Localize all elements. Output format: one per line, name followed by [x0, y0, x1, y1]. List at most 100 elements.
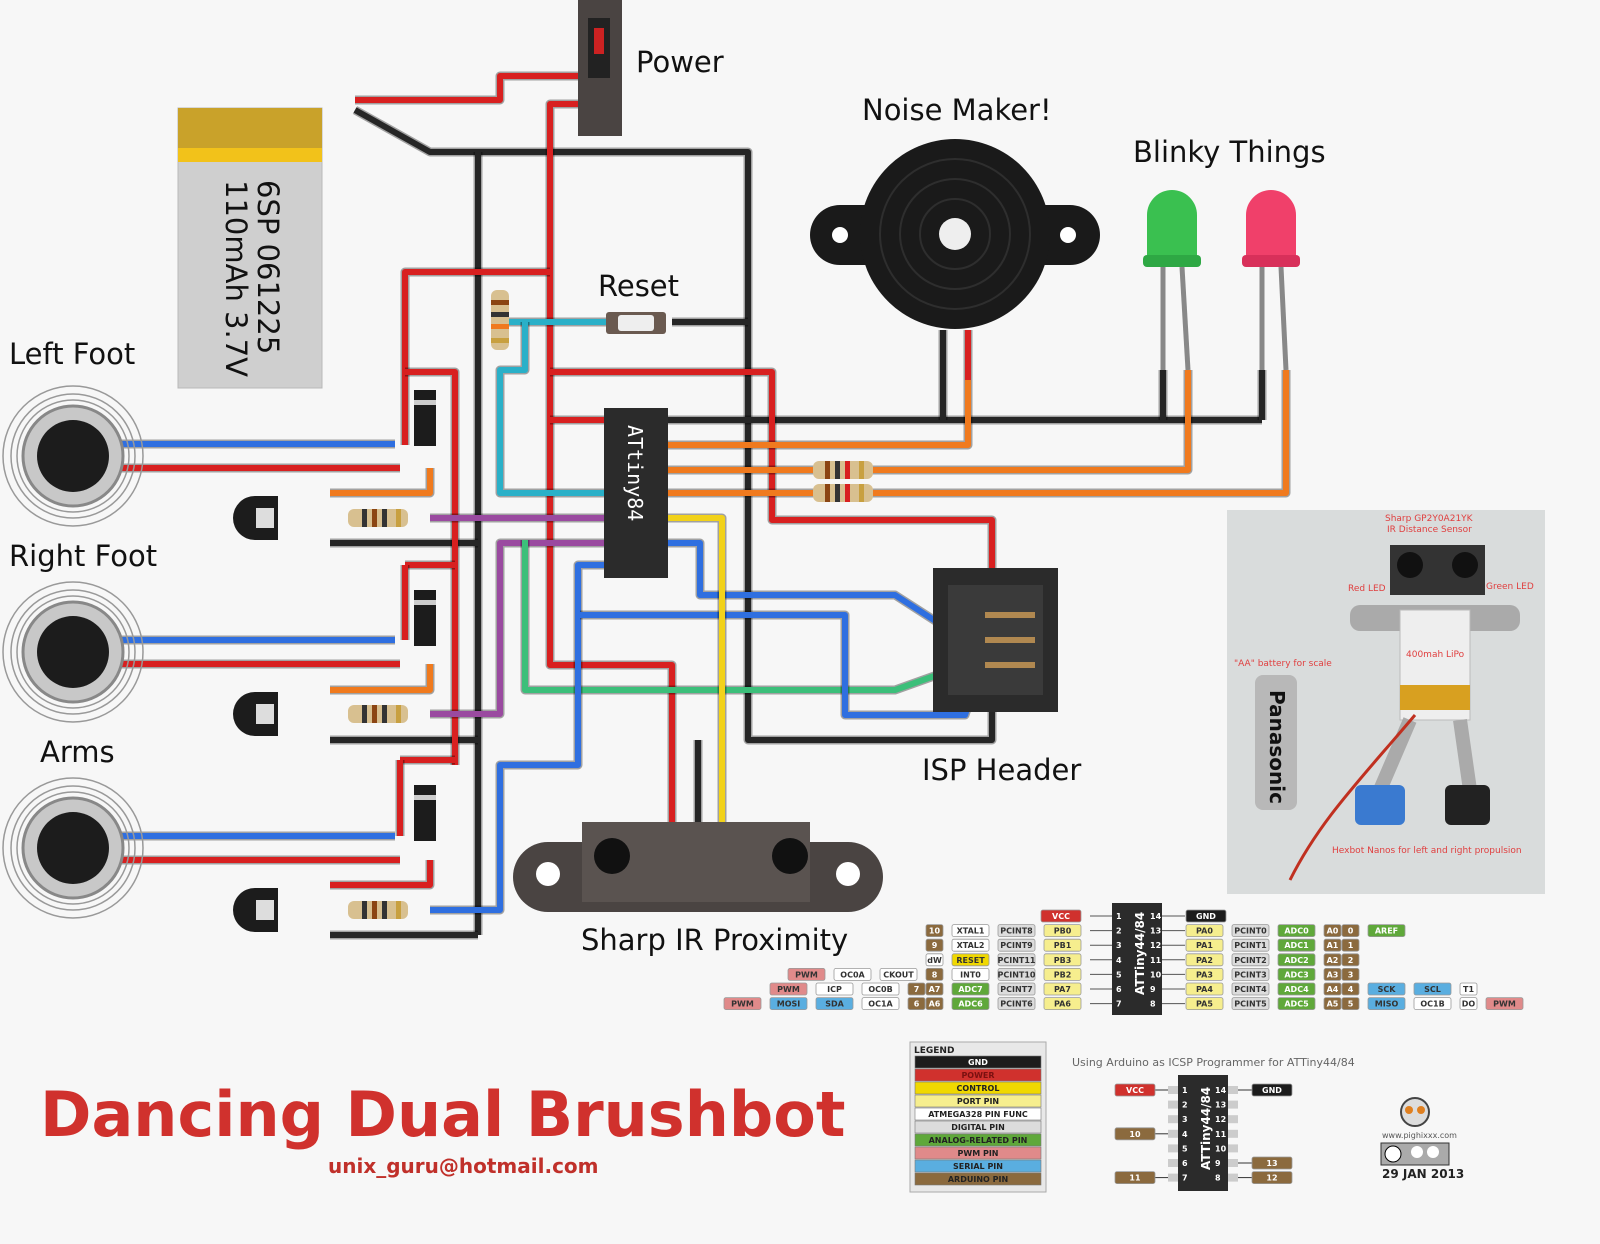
pin-tag: PCINT4	[1231, 982, 1270, 996]
pin-tag-box	[907, 982, 926, 996]
pin-tag: ICP	[815, 982, 854, 996]
pin-tag-box	[1185, 997, 1224, 1010]
icsp-pin-number: 8	[1215, 1174, 1221, 1183]
pin-tag-label: A3	[1327, 970, 1339, 979]
pin-tag: SCK	[1367, 982, 1406, 996]
pin-tag-box	[1185, 953, 1224, 967]
pin-tag-label: PA0	[1196, 927, 1213, 936]
pin-tag-label: 13	[1266, 1159, 1277, 1168]
pin-tag: ADC1	[1277, 938, 1316, 952]
resistor-band	[382, 705, 387, 723]
legend-swatch	[914, 1055, 1042, 1069]
pin-tag-label: SCL	[1424, 985, 1441, 994]
pin-tag-label: ADC1	[1284, 941, 1309, 950]
pin-tag-label: 2	[1348, 956, 1354, 965]
legend-item-label: POWER	[961, 1071, 994, 1080]
pin-tag: PB2	[1043, 968, 1082, 981]
icsp-pin	[1168, 1173, 1178, 1182]
resistor-band	[362, 705, 367, 723]
pin-tag-box	[997, 982, 1036, 996]
pin-tag-box	[769, 982, 808, 996]
wire	[430, 540, 604, 717]
pin-tag-box	[1277, 924, 1316, 937]
icsp-pin-number: 7	[1182, 1174, 1188, 1183]
wire	[330, 468, 433, 496]
pin-tag: PB3	[1043, 953, 1082, 967]
pin-tag: PA3	[1185, 968, 1224, 981]
pin-number: 2	[1116, 927, 1122, 936]
pin-tag: 0	[1341, 924, 1360, 937]
pin-tag-label: VCC	[1126, 1086, 1144, 1095]
diode-band	[414, 600, 436, 605]
pin-tag: PCINT7	[997, 982, 1036, 996]
vibration-motor	[2, 581, 144, 723]
buzzer	[810, 139, 1100, 329]
pin-tag-box	[1114, 1083, 1156, 1097]
diode-body	[414, 390, 436, 446]
pin-tag-label: PCINT6	[1000, 1000, 1033, 1009]
icsp-pin	[1228, 1086, 1238, 1094]
pin-tag: ADC0	[1277, 924, 1316, 937]
pin-tag: ADC4	[1277, 982, 1316, 996]
pin-tag-label: ADC4	[1284, 985, 1309, 994]
pin-tag-box	[815, 982, 854, 996]
pin-tag-label: PCINT7	[1000, 985, 1032, 994]
red-led	[1242, 190, 1300, 371]
legend-title: LEGEND	[914, 1046, 954, 1056]
page-title: Dancing Dual Brushbot	[40, 1078, 845, 1151]
pin-tag-label: 12	[1266, 1174, 1277, 1183]
power-switch[interactable]	[578, 0, 622, 136]
wire	[430, 562, 604, 913]
reset-button[interactable]	[606, 312, 666, 334]
wire	[497, 322, 604, 496]
legend-item-label: PWM PIN	[958, 1149, 999, 1158]
pin-number: 14	[1150, 912, 1162, 921]
pin-tag: ADC2	[1277, 953, 1316, 967]
pin-tag-box	[1114, 1127, 1156, 1141]
pin-tag-label: PA6	[1054, 1000, 1071, 1009]
icsp-pin-number: 10	[1215, 1144, 1227, 1153]
motor-ring	[2, 385, 144, 527]
pin-tag: 2	[1341, 953, 1360, 967]
icsp-chip-label: ATTiny44/84	[1199, 1087, 1213, 1170]
arms-label: Arms	[40, 735, 115, 769]
pin-tag-box	[879, 968, 918, 981]
pin-tag-label: PCINT2	[1234, 956, 1266, 965]
noise-maker-label: Noise Maker!	[862, 93, 1052, 127]
pin-tag-box	[997, 938, 1036, 952]
legend-swatch	[914, 1094, 1042, 1108]
pin-tag: PCINT2	[1231, 953, 1270, 967]
wire	[668, 370, 1289, 496]
icsp-pin-number: 14	[1215, 1086, 1227, 1095]
author-email: unix_guru@hotmail.com	[328, 1154, 599, 1178]
pin-tag-box	[1043, 982, 1082, 996]
motor-center	[37, 812, 109, 884]
pin-tag: A5	[1323, 997, 1342, 1010]
pin-tag: T1	[1459, 982, 1478, 996]
pin-tag-label: GND	[1196, 912, 1216, 921]
photo-aa-brand: Panasonic	[1265, 690, 1289, 804]
pin-tag-box	[1323, 938, 1342, 952]
photo-red-led-label: Red LED	[1348, 584, 1386, 594]
pin-tag-box	[951, 982, 990, 996]
right-foot-label: Right Foot	[9, 539, 157, 573]
small-parts	[233, 290, 873, 932]
pin-tag-box	[833, 968, 872, 981]
diode	[414, 785, 436, 841]
icsp-pin	[1228, 1159, 1238, 1167]
pin-tag-box	[925, 924, 944, 937]
pin-tag: INT0	[951, 968, 990, 981]
pin-tag-box	[1341, 997, 1360, 1010]
pin-tag: CKOUT	[879, 968, 918, 981]
legend-item-label: ARDUINO PIN	[948, 1175, 1008, 1184]
transistor	[233, 496, 278, 540]
legend-item-label: ANALOG-RELATED PIN	[929, 1136, 1028, 1145]
pin-number: 8	[1150, 1000, 1156, 1009]
pin-tag-label: 1	[1348, 941, 1354, 950]
pin-tag-box	[1323, 924, 1342, 937]
icsp-pin	[1228, 1115, 1238, 1124]
pin-tag-label: PA1	[1196, 941, 1213, 950]
pin-tag: 5	[1341, 997, 1360, 1010]
pin-tag-box	[1231, 924, 1270, 937]
